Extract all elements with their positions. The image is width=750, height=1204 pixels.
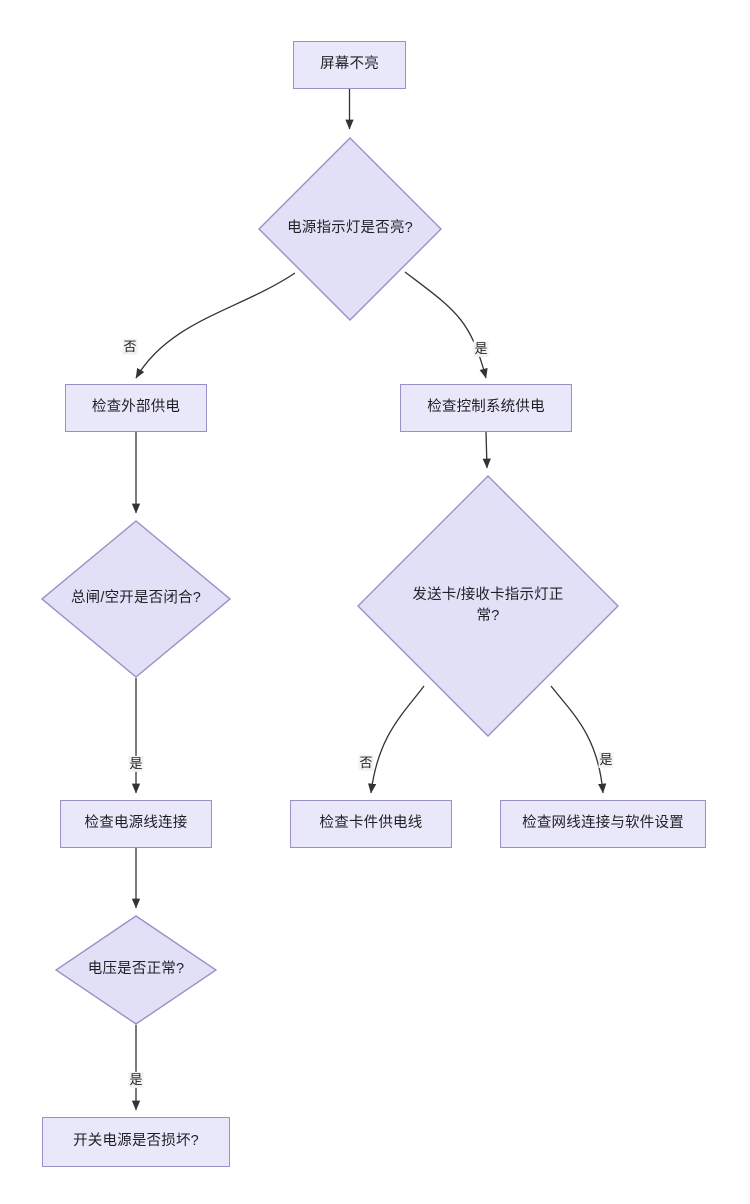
node-label: 总闸/空开是否闭合? [70, 590, 202, 607]
edge-label-no-card-indicator: 否 [358, 754, 374, 772]
node-check-card-power-cable[interactable]: 检查卡件供电线 [290, 800, 452, 848]
node-check-power-cable-connection[interactable]: 检查电源线连接 [60, 800, 212, 848]
node-check-external-power[interactable]: 检查外部供电 [65, 384, 207, 432]
edge-label-yes-power-indicator: 是 [473, 340, 489, 358]
node-label: 检查卡件供电线 [319, 815, 423, 832]
edge-n6-n9 [550, 685, 607, 794]
edge-label-yes-card-indicator: 是 [598, 751, 614, 769]
node-screen-not-lit[interactable]: 屏幕不亮 [293, 41, 406, 89]
node-label: 屏幕不亮 [320, 56, 379, 73]
edge-n2-n4 [404, 271, 488, 379]
edge-n6-n8 [367, 685, 425, 794]
node-label: 检查外部供电 [91, 399, 181, 416]
decision-power-indicator-on[interactable]: 电源指示灯是否亮? [258, 137, 442, 321]
edge-n2-n3 [135, 272, 296, 379]
node-label: 电源指示灯是否亮? [287, 220, 413, 237]
diamond-shape [357, 475, 619, 737]
node-psu-damaged[interactable]: 开关电源是否损坏? [42, 1117, 230, 1167]
diamond-shape [258, 137, 442, 321]
node-label: 电压是否正常? [87, 961, 185, 978]
node-label: 发送卡/接收卡指示灯正常? [412, 586, 564, 624]
node-label: 开关电源是否损坏? [73, 1133, 199, 1150]
node-label: 检查电源线连接 [84, 815, 188, 832]
edge-label-no-power-indicator: 否 [122, 338, 138, 356]
decision-main-breaker-closed[interactable]: 总闸/空开是否闭合? [41, 520, 231, 678]
node-label: 检查网线连接与软件设置 [522, 815, 684, 832]
edge-label-yes-voltage-normal: 是 [128, 1071, 144, 1089]
diamond-shape [41, 520, 231, 678]
node-label: 检查控制系统供电 [427, 399, 545, 416]
decision-voltage-normal[interactable]: 电压是否正常? [55, 915, 217, 1025]
decision-card-indicator-normal[interactable]: 发送卡/接收卡指示灯正常? [357, 475, 619, 737]
edge-n4-n6 [482, 431, 491, 469]
diamond-shape [55, 915, 217, 1025]
edge-label-yes-main-breaker: 是 [128, 755, 144, 773]
node-check-control-system-power[interactable]: 检查控制系统供电 [400, 384, 572, 432]
node-check-network-cable-and-software[interactable]: 检查网线连接与软件设置 [500, 800, 706, 848]
